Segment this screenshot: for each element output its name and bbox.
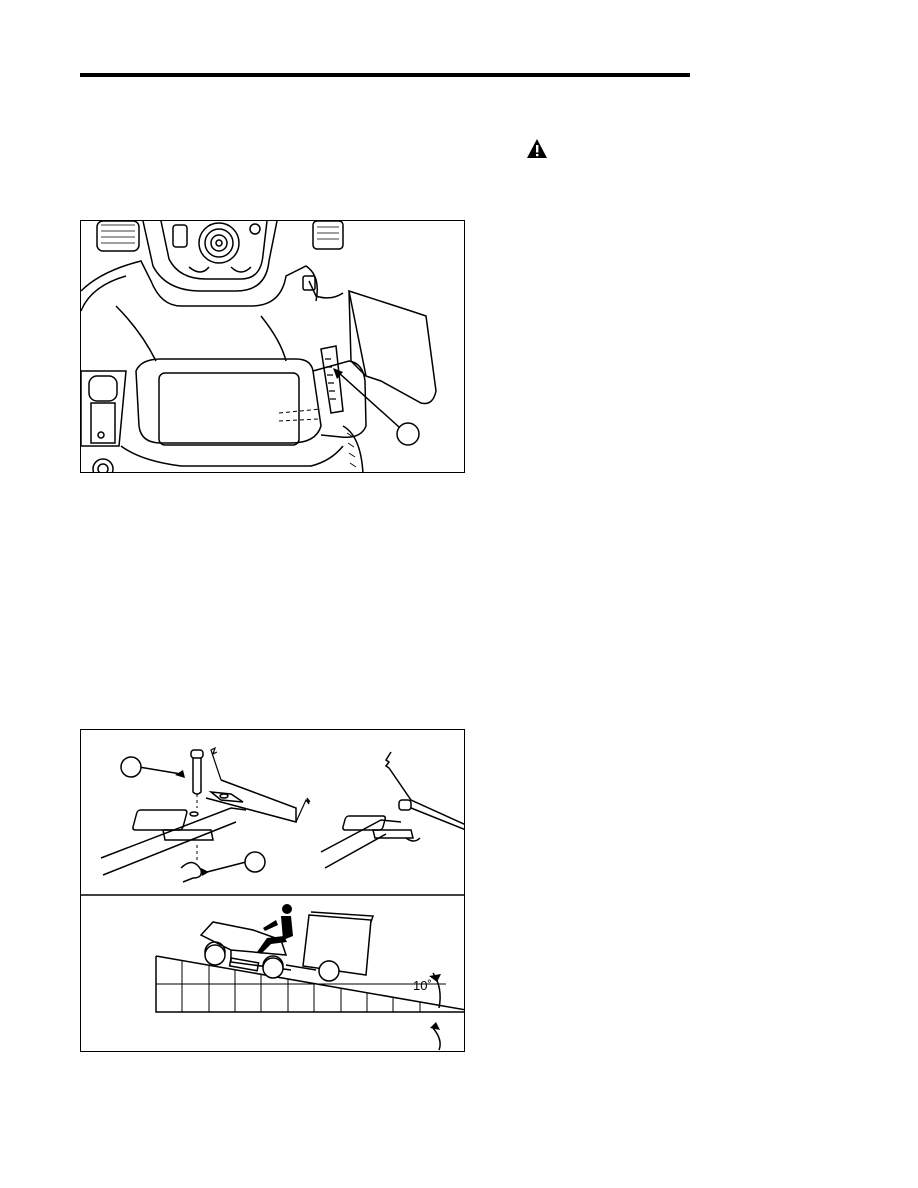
header-rule: [80, 73, 690, 77]
angle-label: 10˚: [413, 978, 432, 993]
callout-circle: [204, 944, 226, 966]
callout-circle: [262, 957, 284, 979]
callout-circle: [396, 422, 420, 446]
hitch-and-slope-illustration: 10˚: [81, 746, 464, 1051]
callout-circle: [120, 756, 142, 778]
callout-circle: [318, 960, 340, 982]
lift-lever-illustration: [81, 221, 437, 472]
lift-lever-figure: [80, 220, 465, 473]
warning-triangle-icon: [527, 139, 547, 158]
hitch-and-slope-figure: 10˚: [80, 729, 465, 1052]
callout-circle: [244, 851, 266, 873]
